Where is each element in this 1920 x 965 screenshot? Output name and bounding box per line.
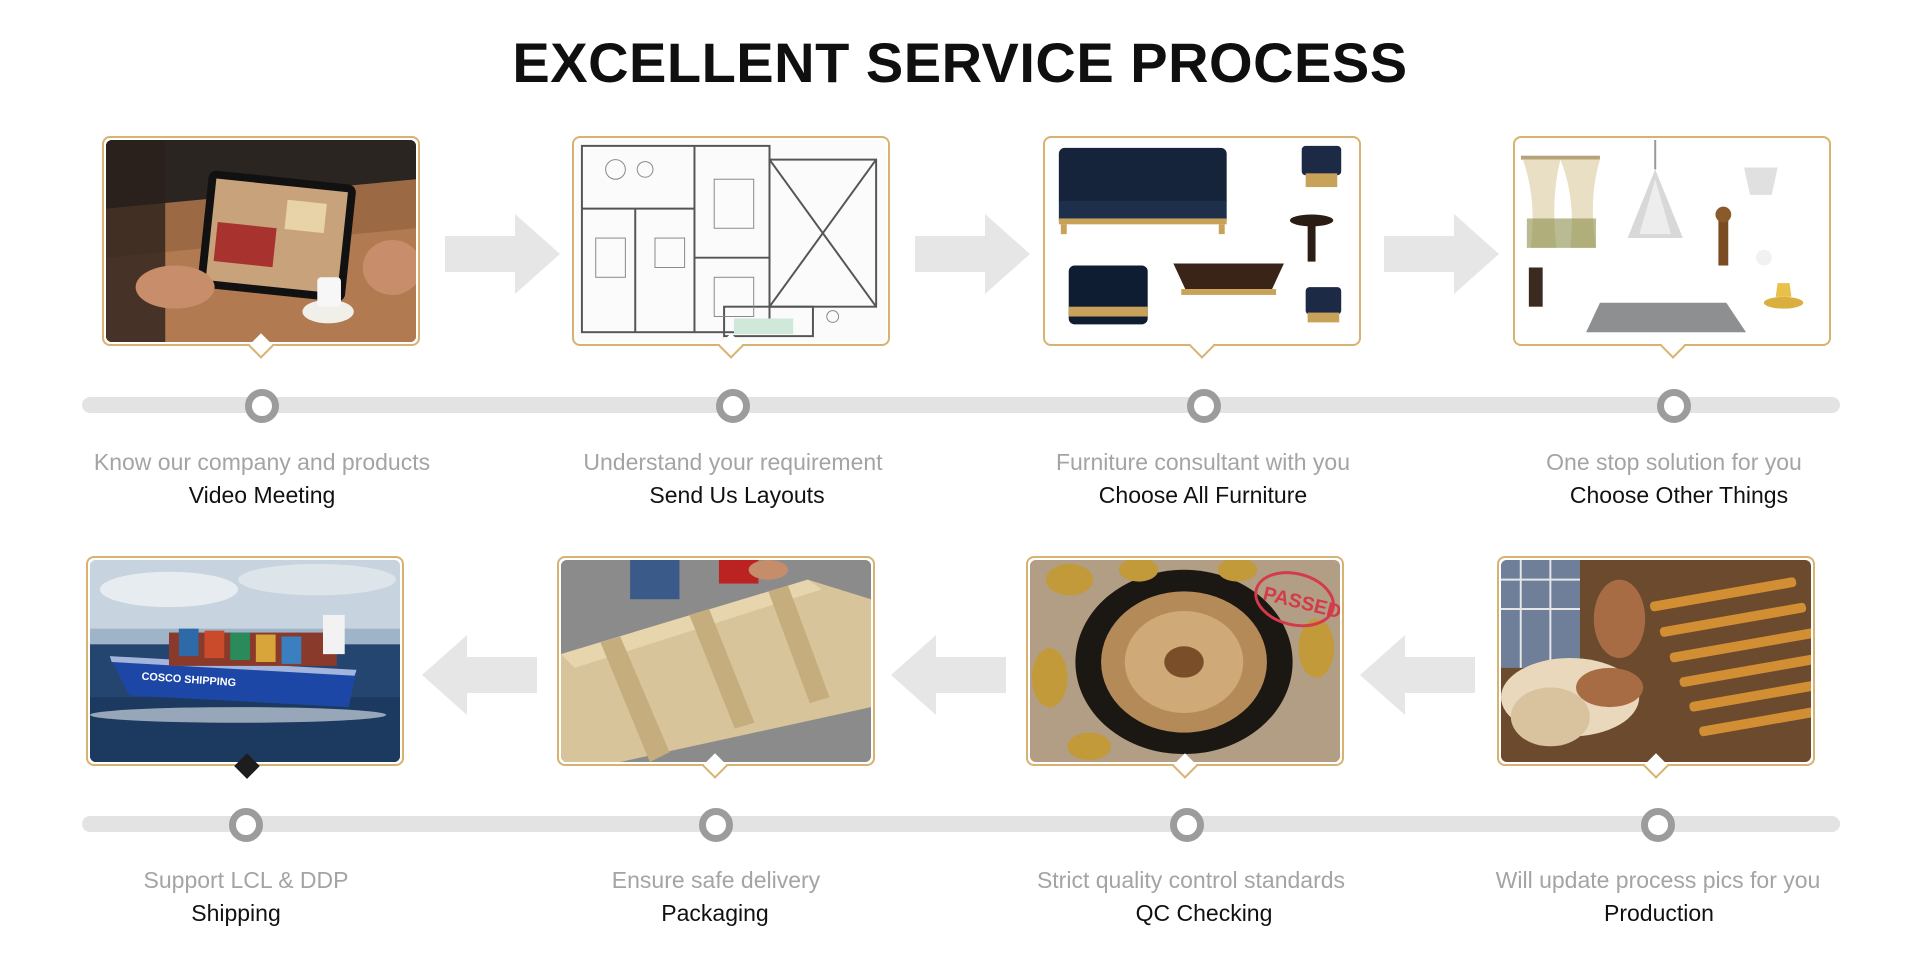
cargo-ship-photo: COSCO SHIPPING — [90, 560, 400, 762]
step-subtitle: Know our company and products — [93, 449, 431, 475]
arrow-left-icon — [891, 635, 1006, 715]
step-card-video-meeting — [102, 136, 420, 346]
step-card-qc-checking: PASSED — [1026, 556, 1344, 766]
wood-carving-photo — [1501, 560, 1811, 762]
timeline-bar-top — [82, 397, 1840, 413]
step-label: Production — [1604, 900, 1714, 926]
timeline-node — [229, 808, 263, 842]
step-subtitle: Understand your requirement — [583, 449, 883, 475]
step-subtitle: Will update process pics for you — [1495, 867, 1821, 893]
step-subtitle: Support LCL & DDP — [143, 867, 349, 893]
step-label: Choose All Furniture — [1098, 482, 1308, 508]
timeline-node — [1641, 808, 1675, 842]
step-card-production — [1497, 556, 1815, 766]
step-label: Video Meeting — [188, 482, 336, 508]
step-subtitle: Strict quality control standards — [1036, 867, 1346, 893]
arrow-left-icon — [1360, 635, 1475, 715]
step-label: QC Checking — [1135, 900, 1273, 926]
timeline-node — [699, 808, 733, 842]
timeline-node — [1657, 389, 1691, 423]
step-subtitle: Ensure safe delivery — [611, 867, 821, 893]
step-subtitle: Furniture consultant with you — [1055, 449, 1351, 475]
arrow-left-icon — [422, 635, 537, 715]
arrow-right-icon — [915, 214, 1030, 294]
furniture-collection-photo — [1047, 140, 1357, 342]
floor-plan-drawing — [576, 140, 886, 342]
step-label: Send Us Layouts — [649, 482, 825, 508]
carved-table-qc-photo: PASSED — [1030, 560, 1340, 762]
timeline-bar-bottom — [82, 816, 1840, 832]
timeline-node — [716, 389, 750, 423]
step-card-shipping: COSCO SHIPPING — [86, 556, 404, 766]
step-card-choose-furniture — [1043, 136, 1361, 346]
step-label: Choose Other Things — [1569, 482, 1789, 508]
step-card-choose-other-things — [1513, 136, 1831, 346]
wooden-crate-photo — [561, 560, 871, 762]
arrow-right-icon — [445, 214, 560, 294]
tablet-video-call-photo — [106, 140, 416, 342]
arrow-right-icon — [1384, 214, 1499, 294]
curtains-chandelier-rug-photo — [1517, 140, 1827, 342]
page-title: EXCELLENT SERVICE PROCESS — [512, 31, 1408, 94]
step-subtitle: One stop solution for you — [1546, 449, 1802, 475]
step-card-send-layouts — [572, 136, 890, 346]
timeline-node — [1187, 389, 1221, 423]
step-label: Shipping — [191, 900, 281, 926]
step-label: Packaging — [661, 900, 769, 926]
step-card-packaging — [557, 556, 875, 766]
timeline-node — [1170, 808, 1204, 842]
timeline-node — [245, 389, 279, 423]
